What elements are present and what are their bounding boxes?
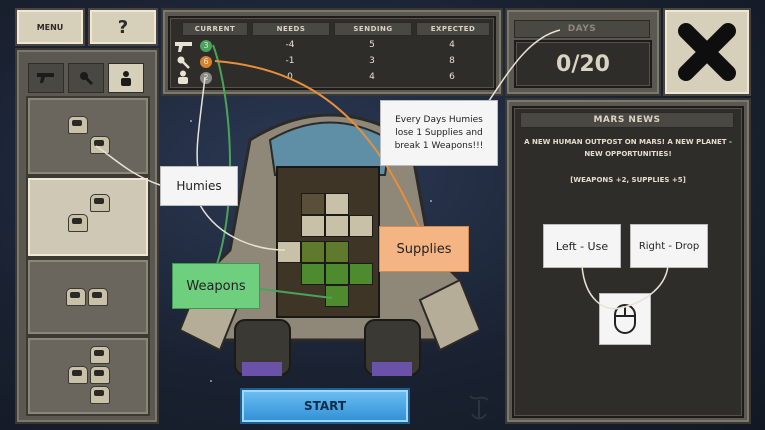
left-use-hint: Left - Use [543, 224, 621, 268]
humie-icon [68, 214, 88, 232]
person-icon [121, 71, 131, 86]
humie-icon [90, 346, 110, 364]
news-title: MARS NEWS [520, 112, 734, 128]
grid-cell-humie [325, 215, 349, 237]
right-drop-label: Right - Drop [638, 240, 700, 252]
humie-icon [90, 366, 110, 384]
star [430, 200, 432, 202]
star [190, 120, 192, 122]
grid-cell-weapon [325, 285, 349, 307]
needs-supplies: -1 [285, 56, 295, 66]
wrench-icon [80, 72, 94, 86]
sending-weapons: 5 [369, 40, 375, 50]
daily-rule-note: Every Days Humies lose 1 Supplies and br… [380, 100, 498, 166]
inventory-slot[interactable] [26, 96, 150, 176]
news-headline: A NEW HUMAN OUTPOST ON MARS! A NEW PLANE… [524, 138, 732, 158]
grid-cell-weapon [325, 263, 349, 285]
humie-icon [90, 136, 110, 154]
stats-header-needs: NEEDS [252, 22, 330, 36]
humie-icon [90, 194, 110, 212]
needs-weapons: -4 [285, 40, 295, 50]
humie-icon [68, 366, 88, 384]
current-supplies: 6 [200, 56, 212, 68]
help-label: ? [117, 16, 129, 38]
inventory-slot[interactable] [26, 336, 150, 416]
person-icon [178, 70, 188, 84]
daily-rule-text: Every Days Humies lose 1 Supplies and br… [394, 114, 484, 151]
stats-header-current: CURRENT [182, 22, 248, 36]
mouse-icon [614, 304, 636, 334]
current-humies: 2 [200, 72, 212, 84]
sending-humies: 4 [369, 72, 375, 82]
tab-weapons[interactable] [28, 63, 64, 93]
close-icon [678, 23, 736, 81]
menu-label: MENU [36, 22, 64, 32]
expected-weapons: 4 [449, 40, 455, 50]
stats-header-expected: EXPECTED [416, 22, 490, 36]
menu-button[interactable]: MENU [15, 8, 85, 46]
grid-cell-weapon [301, 241, 325, 263]
grid-cell-weapon [349, 263, 373, 285]
supplies-callout-label: Supplies [396, 241, 452, 257]
mouse-hint [599, 293, 651, 345]
star [210, 380, 212, 382]
grid-cell-weapon [301, 263, 325, 285]
news-bonus: [WEAPONS +2, SUPPLIES +5] [570, 176, 686, 184]
close-button[interactable] [663, 8, 751, 96]
signal-glyph-icon [469, 395, 489, 420]
days-label: DAYS [514, 20, 650, 38]
grid-cell-humie [349, 215, 373, 237]
inventory-slot[interactable] [26, 258, 150, 336]
expected-humies: 6 [449, 72, 455, 82]
help-button[interactable]: ? [88, 8, 158, 46]
expected-supplies: 8 [449, 56, 455, 66]
start-button[interactable]: START [240, 388, 410, 424]
grid-cell-humie [277, 241, 301, 263]
start-label: START [303, 399, 347, 413]
days-value: 0/20 [556, 51, 610, 77]
tab-humies[interactable] [108, 63, 144, 93]
humie-icon [88, 288, 108, 306]
grid-cell-humie [301, 215, 325, 237]
sending-supplies: 3 [369, 56, 375, 66]
tab-supplies[interactable] [68, 63, 104, 93]
left-use-label: Left - Use [555, 239, 609, 253]
humie-icon [68, 116, 88, 134]
humies-callout: Humies [160, 166, 238, 206]
grid-cell-weapon [325, 241, 349, 263]
grid-cell [301, 193, 325, 215]
weapons-callout-label: Weapons [186, 278, 246, 294]
weapons-callout: Weapons [172, 263, 260, 309]
humie-icon [90, 386, 110, 404]
current-weapons: 3 [200, 40, 212, 52]
grid-cell-humie [325, 193, 349, 215]
humies-callout-label: Humies [176, 179, 222, 193]
needs-humies: 0 [287, 72, 293, 82]
stats-header-sending: SENDING [334, 22, 412, 36]
supplies-callout: Supplies [379, 226, 469, 272]
days-counter: 0/20 [514, 40, 652, 88]
inventory-slot-selected[interactable] [26, 176, 150, 258]
humie-icon [66, 288, 86, 306]
right-drop-hint: Right - Drop [630, 224, 708, 268]
gun-icon [175, 42, 192, 52]
gun-icon [37, 73, 54, 83]
wrench-icon [177, 56, 190, 69]
